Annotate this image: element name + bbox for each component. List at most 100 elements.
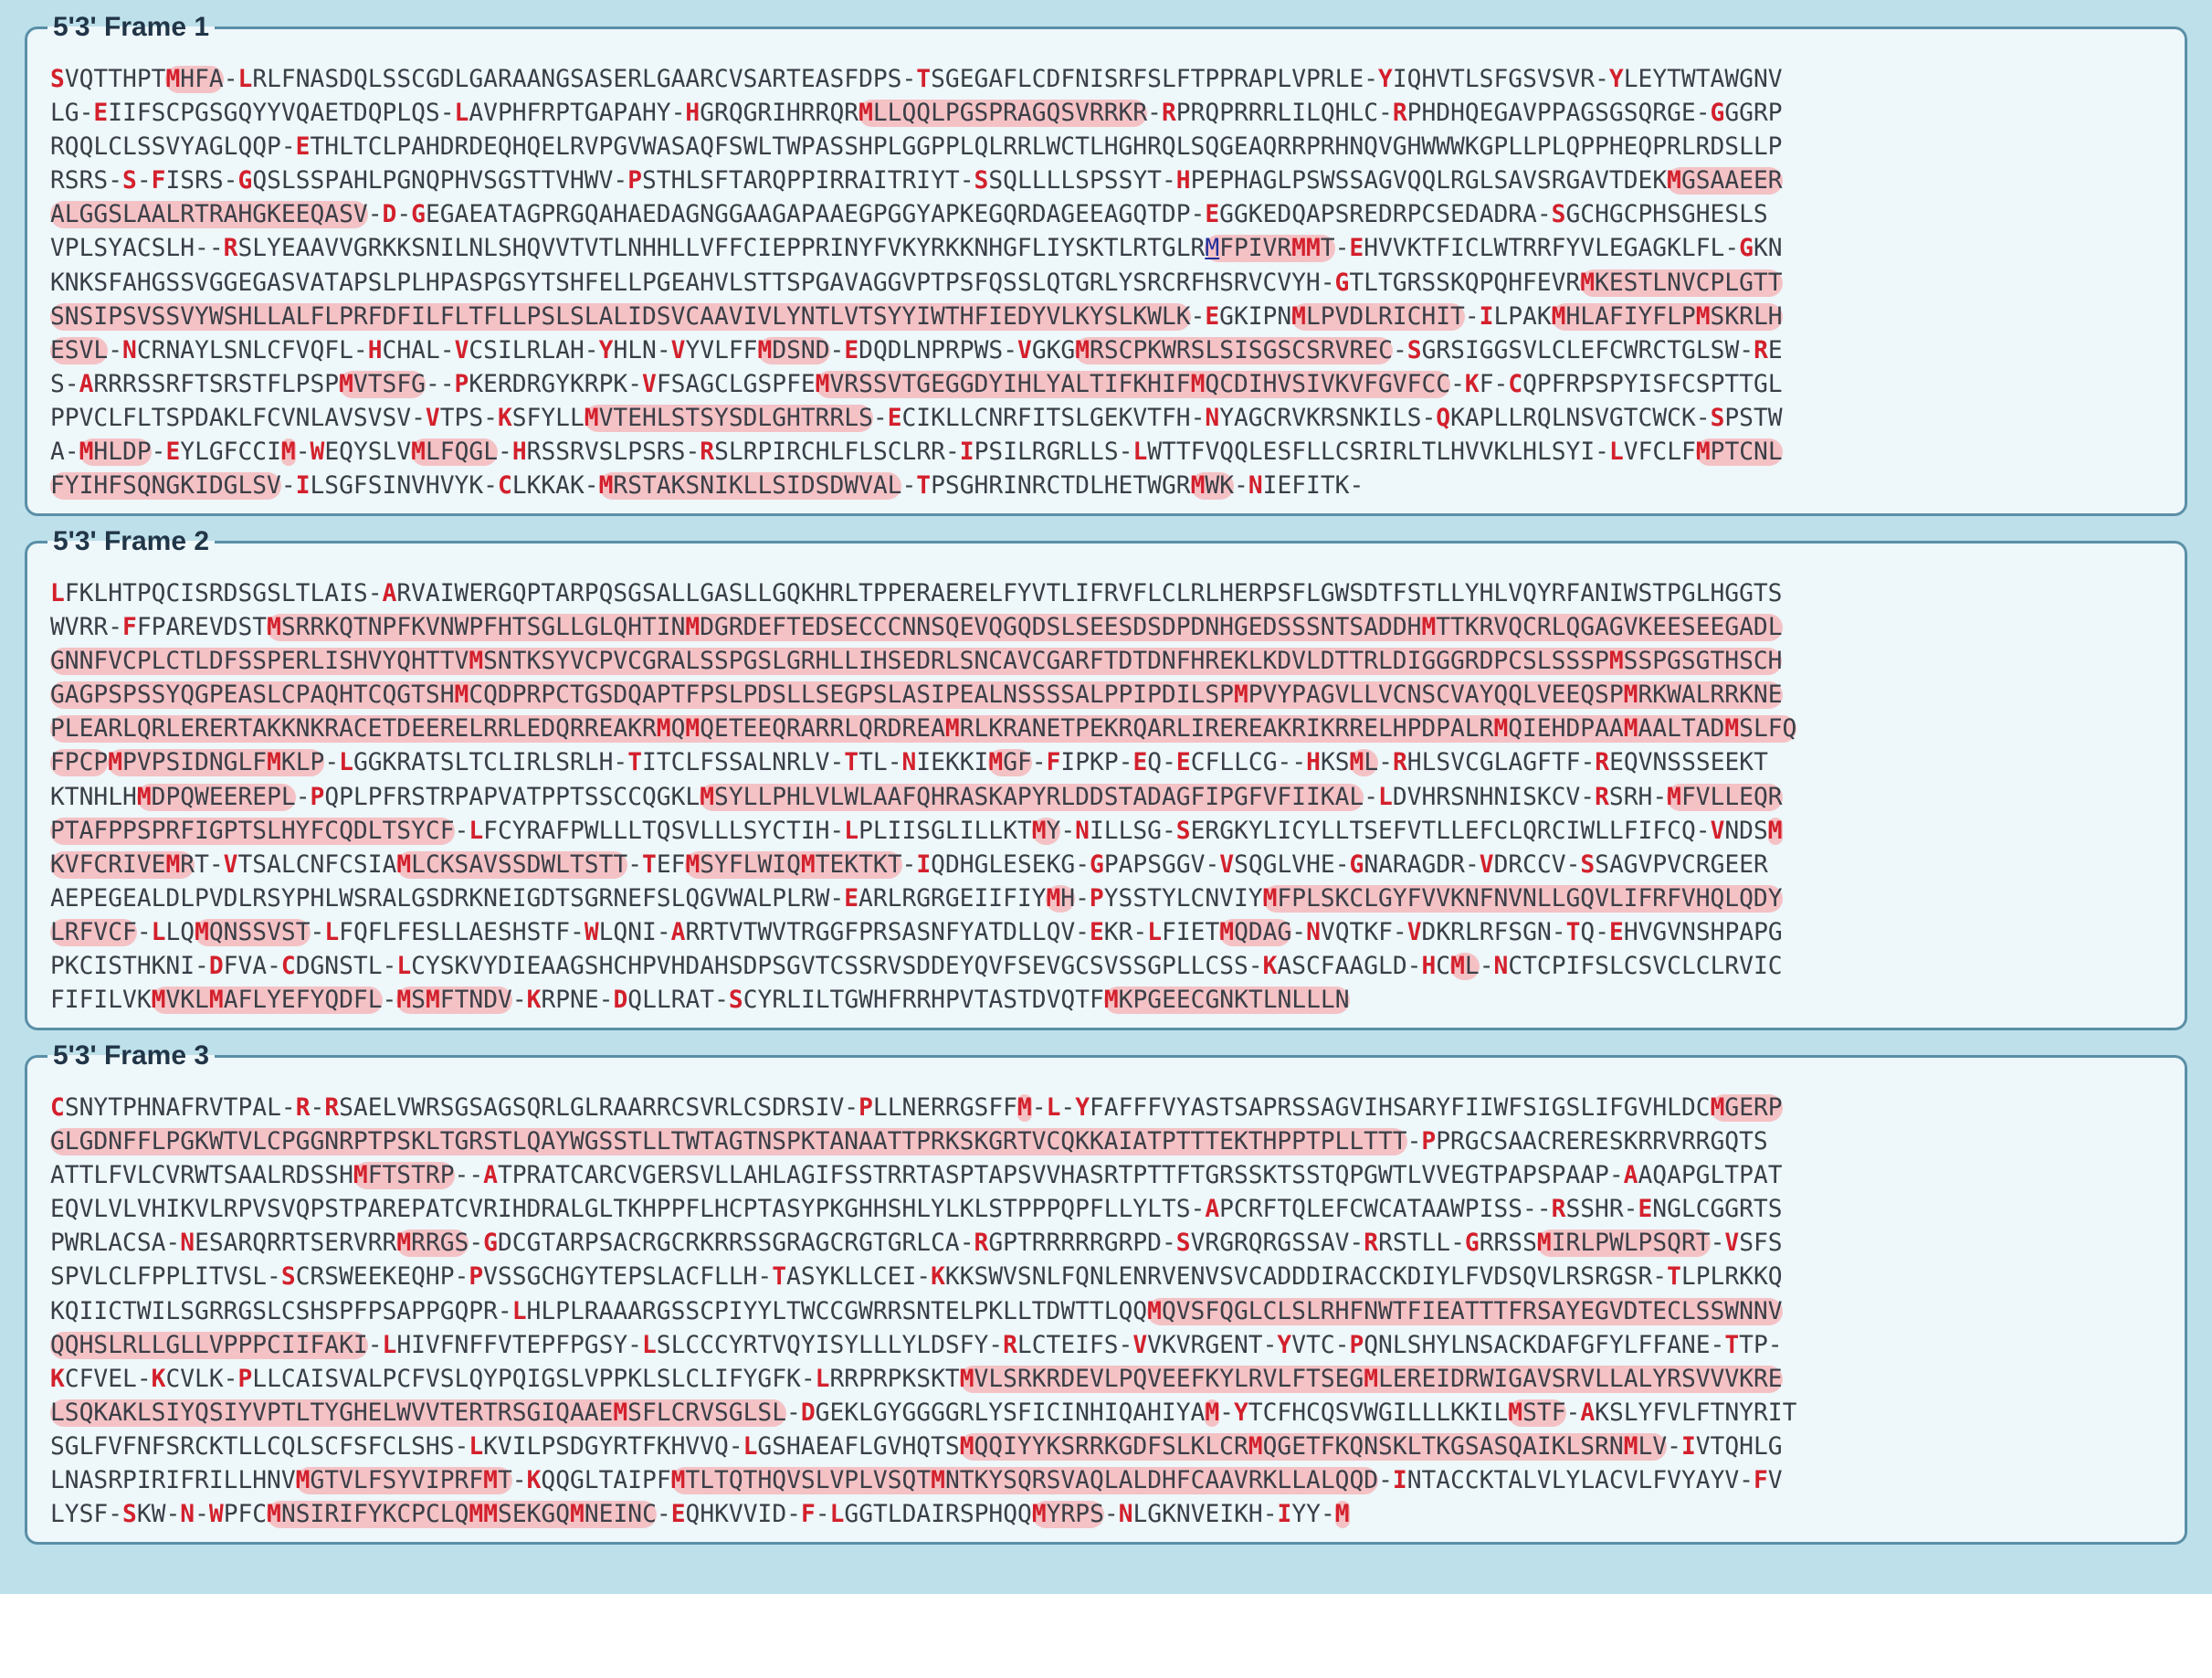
orf-highlight[interactable]: MIRLPWLPSQRT <box>1536 1229 1711 1258</box>
orf-highlight[interactable]: MFTSTRP <box>353 1162 455 1190</box>
peptide-start-residue[interactable]: D <box>800 1398 816 1427</box>
orf-highlight[interactable]: MLFQGL <box>411 438 499 467</box>
peptide-start-residue[interactable]: G <box>1739 235 1754 263</box>
methionine-residue[interactable]: M <box>931 1467 945 1495</box>
peptide-start-residue[interactable]: E <box>1089 918 1104 946</box>
peptide-start-residue[interactable]: L <box>237 66 253 93</box>
peptide-start-residue[interactable]: F <box>800 1501 816 1529</box>
peptide-start-residue[interactable]: G <box>411 201 426 229</box>
peptide-start-residue[interactable]: L <box>815 1365 830 1393</box>
orf-highlight[interactable]: MQVSFQGLCLSLRHFNWTFIEATTTFRSAYEGVDTECLSS… <box>1147 1297 1783 1325</box>
orf-highlight[interactable]: MYRPS <box>1031 1501 1104 1529</box>
peptide-start-residue[interactable]: Q <box>1436 404 1451 432</box>
peptide-start-residue[interactable]: T <box>1667 1263 1681 1292</box>
peptide-start-residue[interactable]: K <box>1464 370 1480 398</box>
peptide-start-residue[interactable]: A <box>79 370 94 398</box>
peptide-start-residue[interactable]: N <box>901 749 917 777</box>
peptide-start-residue[interactable]: L <box>151 918 166 946</box>
orf-highlight[interactable]: KVFCRIVEMR <box>50 850 195 879</box>
methionine-residue[interactable]: M <box>1248 1432 1263 1461</box>
peptide-start-residue[interactable]: L <box>1608 438 1624 467</box>
peptide-start-residue[interactable]: E <box>165 438 181 467</box>
peptide-start-residue[interactable]: E <box>887 404 902 432</box>
methionine-residue[interactable]: M <box>1623 715 1638 744</box>
orf-highlight[interactable]: MVTSFG <box>339 370 426 398</box>
methionine-residue[interactable]: M <box>151 987 166 1015</box>
methionine-residue[interactable]: M <box>469 1501 484 1529</box>
frame-3-sequence[interactable]: CSNYTPHNAFRVTPAL-R-RSAELVWRSGSAGSQRLGLRA… <box>50 1092 2185 1532</box>
methionine-residue[interactable]: M <box>1349 749 1364 777</box>
peptide-start-residue[interactable]: C <box>50 1094 65 1122</box>
methionine-residue[interactable]: M <box>1147 1297 1162 1325</box>
methionine-residue[interactable]: M <box>195 918 209 946</box>
orf-highlight[interactable]: ESVL <box>50 336 109 364</box>
orf-highlight[interactable]: MPTCNL <box>1695 438 1783 467</box>
orf-highlight[interactable]: MVTEHLSTSYSDLGHTRRLS <box>584 404 873 432</box>
peptide-start-residue[interactable]: L <box>469 1432 484 1461</box>
peptide-start-residue[interactable]: E <box>844 884 859 913</box>
orf-highlight[interactable]: MSTF <box>1508 1398 1566 1427</box>
peptide-start-residue[interactable]: F <box>151 167 166 195</box>
orf-highlight[interactable]: MVKLMAFLYEFYQDFL <box>151 987 383 1015</box>
peptide-start-residue[interactable]: S <box>974 167 989 195</box>
orf-highlight[interactable]: MSMFTNDV <box>396 987 512 1015</box>
orf-highlight[interactable]: MHLDP <box>79 438 152 467</box>
methionine-residue[interactable]: M <box>353 1162 368 1190</box>
methionine-residue[interactable]: M <box>815 370 830 398</box>
peptide-start-residue[interactable]: E <box>670 1501 686 1529</box>
methionine-residue[interactable]: M <box>1016 1094 1032 1122</box>
peptide-start-residue[interactable]: Y <box>1378 66 1393 93</box>
peptide-start-residue[interactable]: P <box>1349 1331 1364 1359</box>
methionine-residue[interactable]: M <box>959 1365 974 1393</box>
peptide-start-residue[interactable]: P <box>310 783 325 811</box>
methionine-residue[interactable]: M <box>295 1467 311 1495</box>
peptide-start-residue[interactable]: L <box>511 1297 527 1325</box>
methionine-residue[interactable]: M <box>483 1467 498 1495</box>
orf-highlight[interactable]: MFPLSKCLGYFVVKNFNVNLLGQVLIFRFVHQLQDY <box>1262 884 1783 913</box>
peptide-start-residue[interactable]: G <box>1464 1229 1480 1258</box>
orf-highlight[interactable]: MRRGS <box>396 1229 469 1258</box>
peptide-start-residue[interactable]: S <box>1175 1229 1191 1258</box>
peptide-start-residue[interactable]: V <box>1132 1331 1148 1359</box>
peptide-start-residue[interactable]: E <box>844 336 859 364</box>
peptide-start-residue[interactable]: V <box>1017 336 1032 364</box>
peptide-start-residue[interactable]: P <box>627 167 643 195</box>
orf-highlight[interactable]: ML <box>1450 953 1480 981</box>
peptide-start-residue[interactable]: V <box>642 370 657 398</box>
orf-highlight[interactable]: MGTVLFSYVIPRFMT <box>295 1467 512 1495</box>
peptide-start-residue[interactable]: G <box>237 167 253 195</box>
orf-highlight[interactable]: GNNFVCPLCTLDFSSPERLISHVYQHTTVMSNTKSYVCPV… <box>50 648 1783 676</box>
peptide-start-residue[interactable]: E <box>1349 235 1364 263</box>
peptide-start-residue[interactable]: C <box>280 953 296 981</box>
methionine-residue[interactable]: M <box>165 850 181 879</box>
methionine-residue[interactable]: M <box>339 370 353 398</box>
peptide-start-residue[interactable]: K <box>1262 953 1278 981</box>
orf-highlight[interactable]: MTLTQTHQVSLVPLVSQTMNTKYSQRSVAQLALDHFCAAV… <box>670 1467 1379 1495</box>
methionine-residue[interactable]: M <box>800 850 816 879</box>
peptide-start-residue[interactable]: S <box>122 167 137 195</box>
methionine-residue[interactable]: M <box>280 438 296 467</box>
orf-highlight[interactable]: MGSAAEER <box>1667 167 1783 195</box>
peptide-start-residue[interactable]: R <box>1392 749 1407 777</box>
peptide-start-residue[interactable]: N <box>1306 918 1321 946</box>
peptide-start-residue[interactable]: I <box>1680 1432 1696 1461</box>
orf-highlight[interactable]: MHLAFIYFLPMSKRLH <box>1551 302 1783 331</box>
orf-highlight[interactable]: M <box>1016 1094 1032 1122</box>
selected-residue[interactable]: M <box>1205 235 1220 263</box>
peptide-start-residue[interactable]: R <box>324 1094 340 1122</box>
peptide-start-residue[interactable]: E <box>1638 1196 1653 1224</box>
peptide-start-residue[interactable]: T <box>916 66 932 93</box>
methionine-residue[interactable]: M <box>1667 783 1681 811</box>
peptide-start-residue[interactable]: T <box>844 749 859 777</box>
methionine-residue[interactable]: M <box>267 1501 281 1529</box>
peptide-start-residue[interactable]: K <box>526 1467 542 1495</box>
peptide-start-residue[interactable]: I <box>295 472 311 501</box>
peptide-start-residue[interactable]: R <box>1392 100 1407 128</box>
methionine-residue[interactable]: M <box>1046 884 1061 913</box>
peptide-start-residue[interactable]: L <box>469 817 484 845</box>
methionine-residue[interactable]: M <box>858 100 873 128</box>
peptide-start-residue[interactable]: G <box>483 1229 498 1258</box>
orf-highlight[interactable]: MLLQQLPGSPRAGQSVRRKR <box>858 100 1148 128</box>
peptide-start-residue[interactable]: E <box>1175 749 1191 777</box>
methionine-residue[interactable]: M <box>396 850 412 879</box>
